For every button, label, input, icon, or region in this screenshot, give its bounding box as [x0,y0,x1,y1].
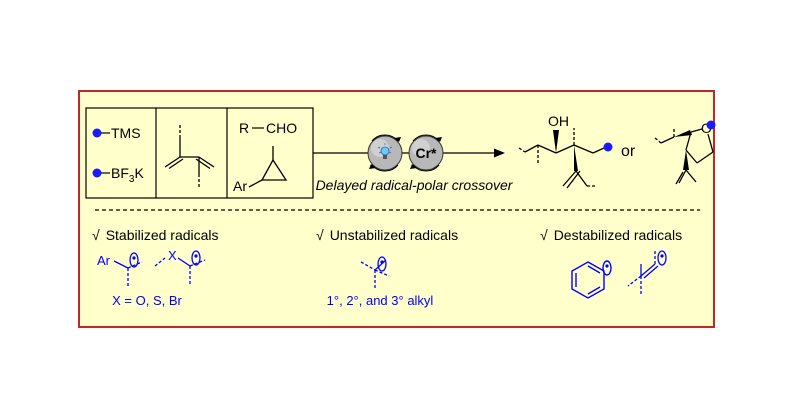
aryl-label: Ar [97,253,111,268]
alkyl-note: 1°, 2°, and 3° alkyl [327,293,434,308]
radical-orbital-icon [657,250,667,266]
radical-class-unstabilized: √Unstabilized radicals [316,227,458,243]
hydroxyl-label: OH [548,113,569,129]
radical-precursor-dot-icon [92,168,102,178]
radical-orbital-icon [191,250,201,266]
silane-label: TMS [111,125,141,141]
aldehyde-R: R [239,120,249,136]
thf-product [654,128,714,185]
alcohol-product [518,128,605,189]
borate-suffix: K [134,165,144,181]
radical-orbital-icon [602,260,612,276]
heteroatom-label: X [168,248,177,263]
heteroatom-radical: X [154,248,206,286]
epoxide-aryl: Ar [233,178,247,194]
aldehyde-group: CHO [266,120,297,136]
catalyst-label: Cr* [415,145,437,161]
alkyl-radical [360,256,390,290]
aldehyde-reagent: R CHO [239,120,297,136]
heteroatom-note: X = O, S, Br [112,293,182,308]
borate-label: BF3K [111,165,144,185]
radical-precursor-dot-icon [706,120,716,130]
radical-class-destabilized: √Destabilized radicals [540,227,682,243]
silane-reagent: TMS [92,125,141,141]
borate-subscript: 3 [129,174,135,185]
radical-orbital-icon [377,256,387,272]
radical-orbital-icon [129,252,139,268]
vinyl-radical [627,250,667,294]
or-label: or [621,143,636,160]
epoxide-reagent: Ar [233,146,288,194]
ring-oxygen-label: O [701,120,712,136]
aryl-radical [571,260,612,299]
reaction-caption: Delayed radical-polar crossover [316,177,514,193]
figure-frame [78,90,715,328]
borate-main: BF [111,165,129,181]
arrowhead-icon [494,148,505,158]
diene-structure [164,125,215,188]
radical-precursor-dot-icon [603,142,613,152]
radical-class-stabilized: √Stabilized radicals [92,227,219,243]
light-bulb-icon [377,143,393,159]
borate-reagent: BF3K [92,165,144,185]
radical-precursor-dot-icon [92,128,102,138]
benzylic-radical: Ar [97,252,143,286]
photocatalyst-sphere [367,134,403,172]
chromium-catalyst-sphere: Cr* [408,134,444,172]
